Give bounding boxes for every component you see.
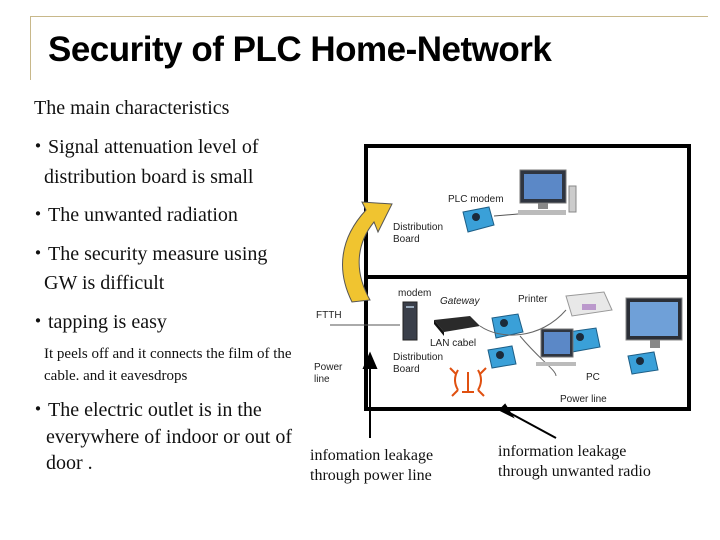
- bullet-5: ・The electric outlet is in the: [28, 399, 262, 421]
- subtitle: The main characteristics: [34, 97, 230, 119]
- power-line-left-label: Power line: [314, 362, 343, 385]
- bullet-5-cont-2: door .: [46, 452, 93, 474]
- power-line-right-label: Power line: [560, 394, 607, 405]
- gateway-label: Gateway: [440, 296, 480, 307]
- ftth-label: FTTH: [316, 310, 342, 321]
- distribution-board-top-label: Distribution Board: [393, 222, 444, 245]
- lan-cabel-label: LAN cabel: [430, 338, 477, 349]
- radio-emission: [449, 367, 487, 397]
- corner-rule-vertical: [30, 16, 31, 80]
- bullet-marker: ・: [28, 243, 48, 265]
- caption-leak-power: infomation leakage through power line: [310, 447, 434, 484]
- printer-label: Printer: [518, 294, 548, 305]
- pc-mid: [536, 328, 576, 366]
- caption-leak-radio: information leakage through unwanted rad…: [498, 443, 651, 480]
- pc-top: [518, 169, 577, 215]
- distribution-board-mid-label: Distribution Board: [393, 352, 444, 375]
- plc-modem-label: PLC modem: [448, 194, 504, 205]
- modem-label: modem: [398, 288, 432, 299]
- plc-modem-mid: [491, 313, 524, 339]
- bullet-marker: ・: [28, 204, 48, 226]
- pointer-arrows: [362, 351, 557, 439]
- bullet-1: ・Signal attenuation level of: [28, 136, 259, 158]
- modem-device: [402, 301, 418, 341]
- corner-rule-horizontal: [30, 16, 708, 17]
- bullet-3: ・The security measure using: [28, 243, 268, 265]
- tapping-note-line1: It peels off and it connects the film of…: [44, 346, 292, 362]
- bullet-marker: ・: [28, 311, 48, 333]
- bullet-marker: ・: [28, 136, 48, 158]
- bullet-4: ・tapping is easy: [28, 311, 167, 333]
- leak-arrow-shape: [342, 201, 393, 303]
- plc-modem-lower: [487, 345, 517, 369]
- bullet-3-cont: GW is difficult: [44, 272, 165, 294]
- gateway-device: [434, 316, 480, 336]
- slide-title: Security of PLC Home-Network: [48, 30, 552, 69]
- bullet-1-cont: distribution board is small: [44, 166, 254, 188]
- plc-modem-top: [462, 206, 495, 233]
- printer-device: [565, 291, 613, 317]
- bullet-5-cont-1: everywhere of indoor or out of: [46, 426, 293, 448]
- pc-label: PC: [586, 372, 600, 383]
- bullet-2: ・The unwanted radiation: [28, 204, 238, 226]
- bullet-marker: ・: [28, 399, 48, 421]
- tv-device: [625, 297, 683, 348]
- plc-modem-right: [627, 351, 659, 375]
- tapping-note-line2: cable. and it eavesdrops: [44, 368, 188, 384]
